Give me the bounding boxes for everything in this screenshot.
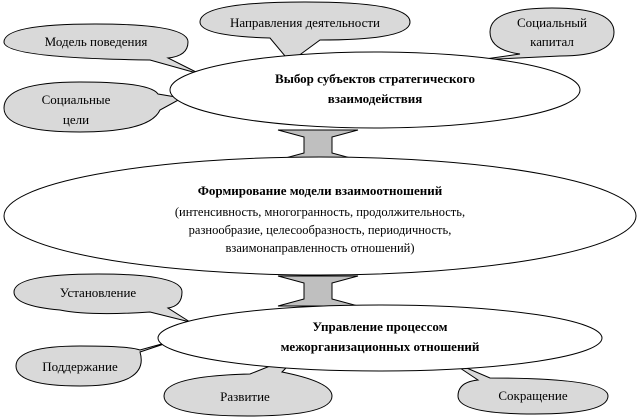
callout-directions-shape [199,1,411,63]
callout-maintain-label: Поддержание [42,359,118,374]
top-ellipse-group: Выбор субъектов стратегического взаимоде… [169,51,581,129]
callout-goals: Социальные цели [3,81,184,133]
callout-reduce-label: Сокращение [498,388,567,403]
callout-reduce-shape [447,359,609,415]
callout-develop: Развитие [163,353,333,417]
middle-ellipse-line-2: разнообразие, целесообразность, периодич… [189,223,452,237]
callout-establish-shape [13,273,191,323]
callout-develop-label: Развитие [220,389,270,404]
double-arrow-top-shape [277,129,359,161]
callout-directions: Направления деятельности [199,1,411,63]
callout-reduce: Сокращение [447,359,609,415]
double-arrow-top [277,129,359,161]
middle-ellipse-line-1: (интенсивность, многогранность, продолжи… [175,205,465,219]
callout-maintain-shape [15,339,177,387]
top-ellipse-label-1: Выбор субъектов стратегического [275,71,475,86]
callout-model-shape [3,23,201,75]
callout-model-label: Модель поведения [45,34,148,49]
double-arrow-bottom [277,275,359,307]
bottom-ellipse [157,304,603,372]
callout-develop-shape [163,353,333,417]
callout-maintain: Поддержание [15,339,177,387]
callout-directions-label: Направления деятельности [230,15,380,30]
callout-capital-label-1: Социальный [517,15,587,30]
middle-ellipse-title: Формирование модели взаимоотношений [198,183,443,198]
callout-establish: Установление [13,273,191,323]
callout-capital: Социальный капитал [477,7,615,61]
bottom-ellipse-group: Управление процессом межорганизационных … [157,304,603,372]
top-ellipse-label-2: взаимодействия [328,91,423,106]
top-ellipse [169,51,581,129]
double-arrow-bottom-shape [277,275,359,307]
callout-capital-shape [477,7,615,61]
callout-goals-shape [3,81,184,133]
middle-ellipse [3,156,637,276]
callout-establish-label: Установление [60,285,137,300]
middle-ellipse-line-3: взаимонаправленность отношений) [226,241,415,255]
bottom-ellipse-label-2: межорганизационных отношений [281,339,480,354]
callout-goals-label-1: Социальные [42,92,111,107]
callout-goals-label-2: цели [63,112,89,127]
callout-capital-label-2: капитал [530,34,574,49]
middle-ellipse-group: Формирование модели взаимоотношений (инт… [3,156,637,276]
callout-model: Модель поведения [3,23,201,75]
bottom-ellipse-label-1: Управление процессом [313,319,448,334]
